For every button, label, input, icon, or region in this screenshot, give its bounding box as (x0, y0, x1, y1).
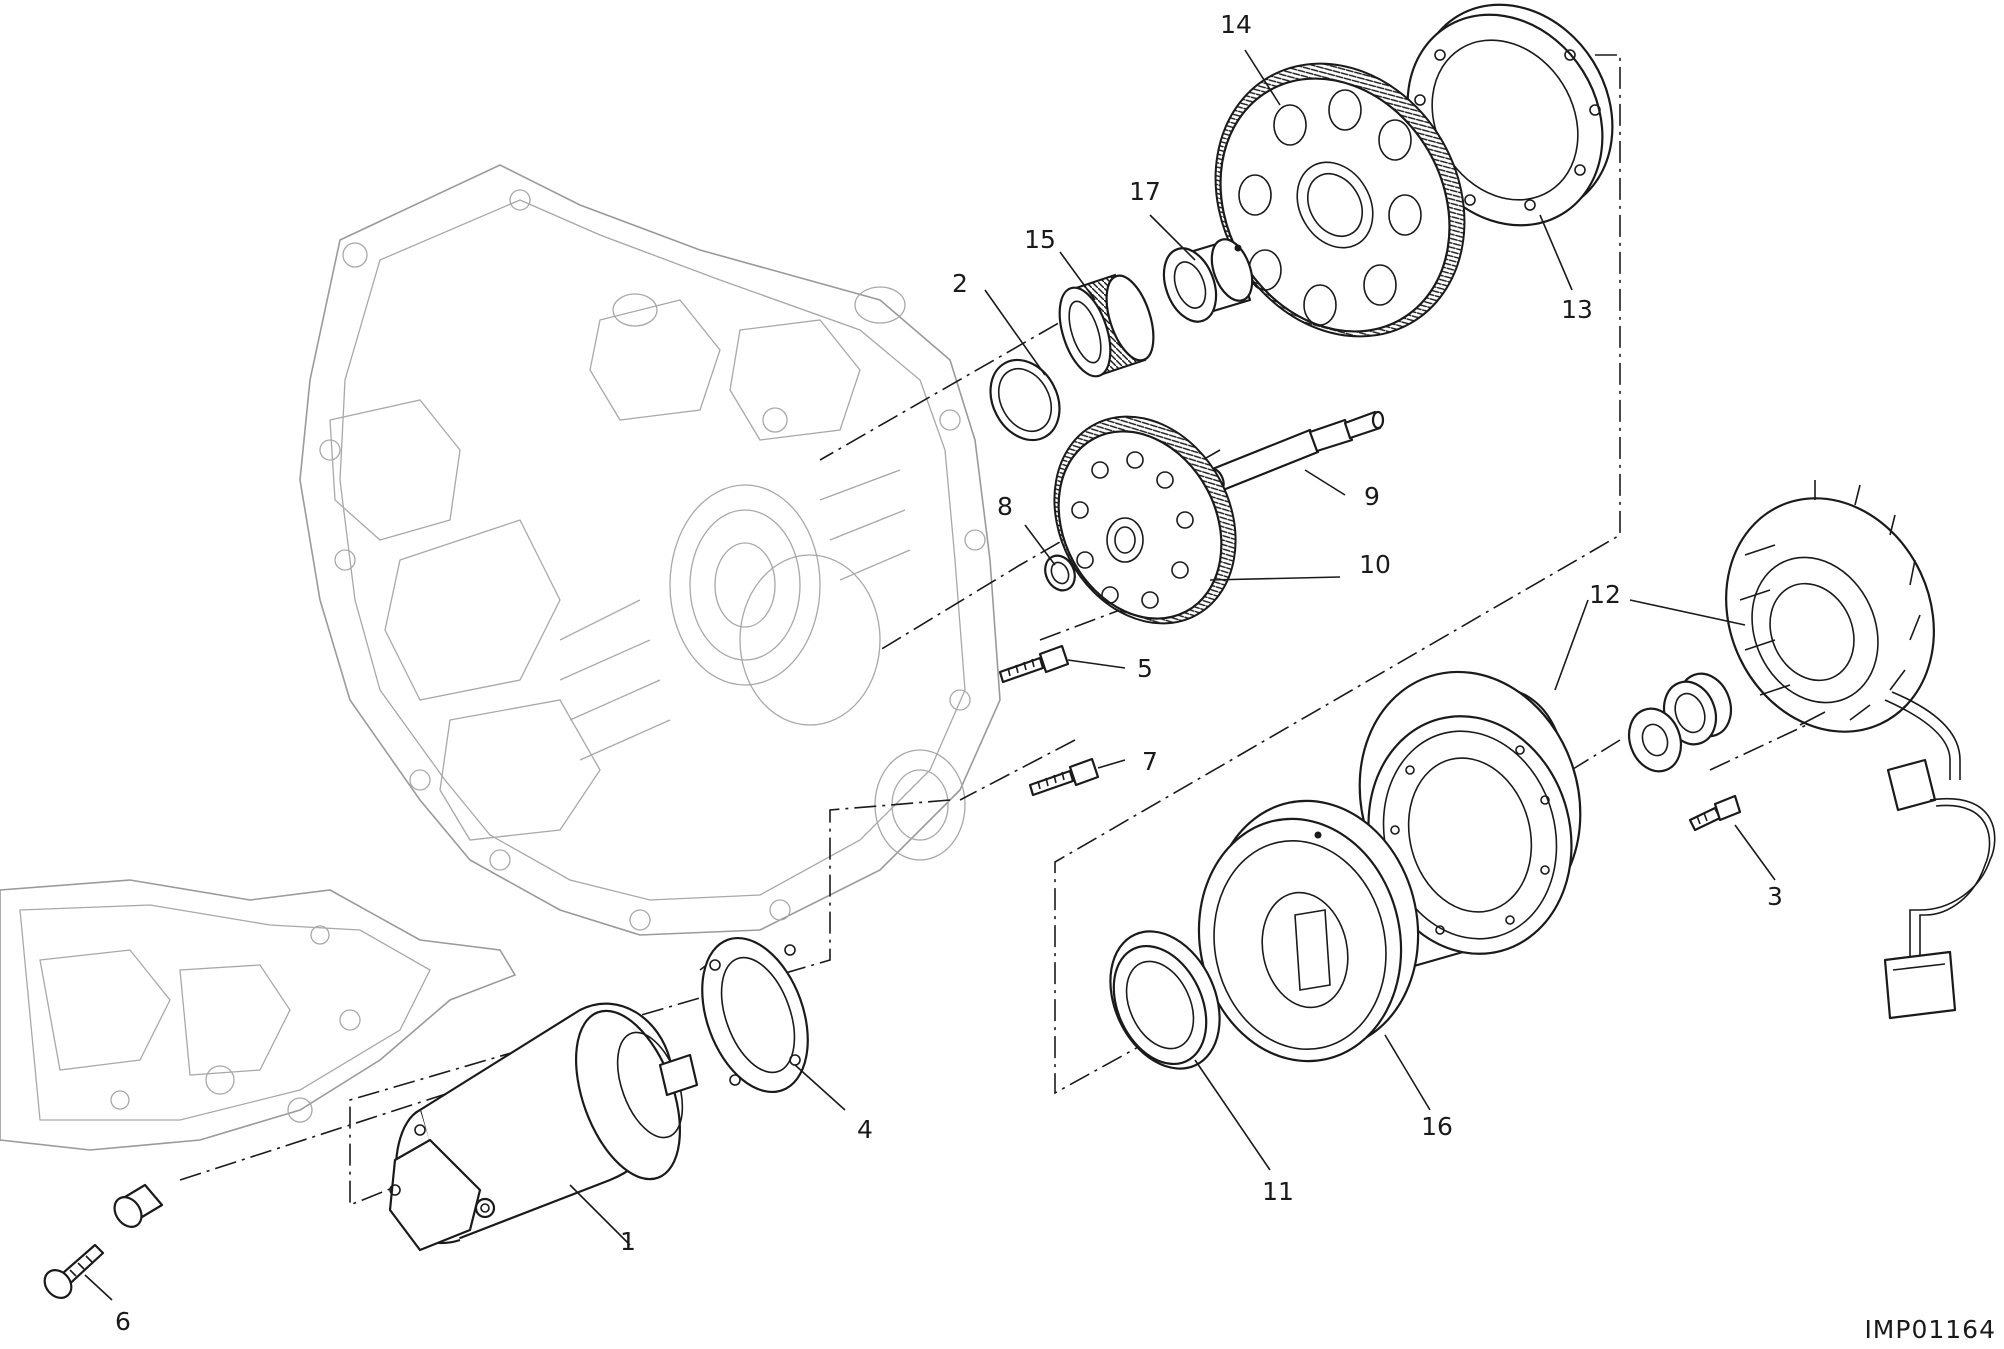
crankcase-half (299, 164, 1001, 936)
rotor-cover (1358, 670, 1582, 972)
bushing (1162, 238, 1254, 323)
callout-10: 10 (1359, 550, 1391, 579)
starter-motor (388, 1002, 699, 1252)
callout-17: 17 (1129, 177, 1161, 206)
spacer-sleeve (113, 1183, 164, 1228)
sprag-clutch (1109, 930, 1221, 1070)
needle-bearing (1058, 273, 1155, 378)
callout-9: 9 (1364, 482, 1380, 511)
screw-7 (1028, 757, 1100, 797)
screw-3 (1688, 794, 1742, 832)
drawing-code: IMP01164 (1864, 1315, 1996, 1344)
stator (1725, 480, 1961, 780)
callout-2: 2 (952, 269, 968, 298)
small-washer (1044, 554, 1076, 592)
callout-11: 11 (1262, 1177, 1294, 1206)
callout-12: 12 (1589, 580, 1621, 609)
callout-4: 4 (857, 1115, 873, 1144)
intermediate-gear (1053, 415, 1237, 625)
callout-14: 14 (1220, 10, 1252, 39)
callout-15: 15 (1024, 225, 1056, 254)
crankcase-partial-lower (0, 879, 517, 1151)
starter-gasket (701, 936, 809, 1094)
callout-8: 8 (997, 492, 1013, 521)
callout-16: 16 (1421, 1112, 1453, 1141)
callout-labels: 1 2 3 4 5 6 7 8 9 10 11 12 13 14 15 16 1… (115, 10, 1783, 1336)
large-gear (1214, 62, 1466, 338)
flywheel (1197, 799, 1420, 1063)
thrust-washer (989, 358, 1061, 442)
idler-shaft (1203, 410, 1385, 495)
spacer-washer (1627, 707, 1683, 773)
bolt-6 (43, 1243, 105, 1299)
wiring-connector (1883, 758, 1996, 1020)
callout-6: 6 (115, 1307, 131, 1336)
leader-lines (84, 49, 1776, 1301)
callout-1: 1 (620, 1227, 636, 1256)
screw-5 (998, 644, 1070, 684)
callout-3: 3 (1767, 882, 1783, 911)
callout-7: 7 (1142, 747, 1158, 776)
callout-13: 13 (1561, 295, 1593, 324)
callout-5: 5 (1137, 654, 1153, 683)
